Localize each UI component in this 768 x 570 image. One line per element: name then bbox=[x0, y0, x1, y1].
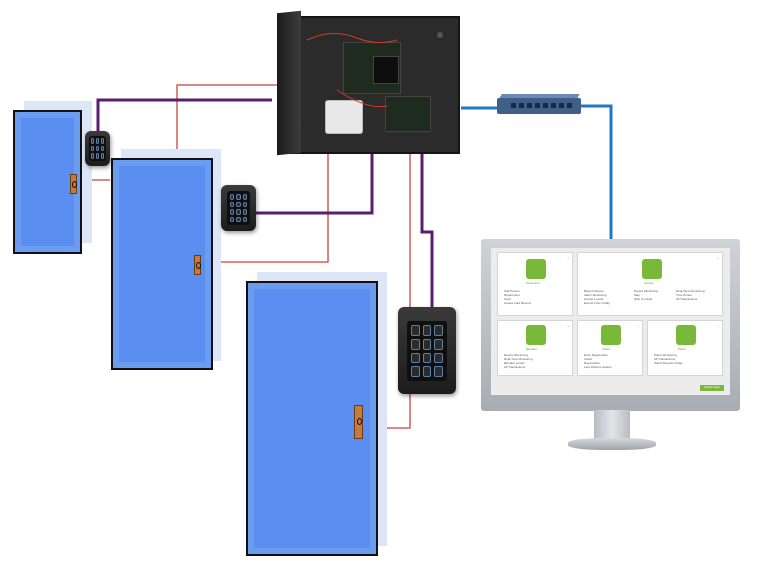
tile-link[interactable]: All Transactions bbox=[654, 357, 676, 361]
tile-title: Patrol bbox=[678, 347, 686, 351]
person-icon bbox=[526, 259, 546, 279]
reader-wire-3 bbox=[420, 152, 434, 310]
lock-relay-board bbox=[385, 96, 431, 132]
tile-link[interactable]: Card bbox=[504, 297, 511, 301]
monitor-stand-base bbox=[568, 438, 656, 450]
tile-link[interactable]: Patrol Records Today bbox=[654, 361, 683, 365]
elevator-icon bbox=[526, 325, 546, 345]
tile-link[interactable]: Department bbox=[504, 293, 520, 297]
tile-items: Entry Registration Visitor Reservation L… bbox=[584, 353, 612, 369]
switch-port bbox=[535, 103, 540, 108]
door-3 bbox=[246, 281, 378, 556]
network-switch bbox=[497, 94, 581, 114]
lock-wire-door-2 bbox=[176, 84, 290, 158]
tile-link[interactable]: Who Is Inside bbox=[634, 297, 653, 301]
panel-internal-wiring bbox=[306, 33, 398, 108]
tile-link[interactable]: All Transactions bbox=[504, 365, 526, 369]
tile-link[interactable]: Issued Card Record bbox=[504, 301, 531, 305]
tile-link[interactable]: Reservation bbox=[584, 361, 601, 365]
tile-link[interactable]: Real-Time Monitoring bbox=[676, 289, 705, 293]
module-guide-button[interactable]: Module Guide bbox=[700, 385, 724, 391]
access-control-panel bbox=[277, 10, 460, 156]
tile-items: Branch Device Alarm Monitoring Access Le… bbox=[584, 289, 610, 305]
keypad-reader-2-face bbox=[227, 191, 250, 225]
door-3-panel bbox=[254, 289, 370, 548]
power-supply bbox=[325, 100, 363, 134]
tile-close-icon[interactable]: x bbox=[717, 324, 720, 328]
door-2-lock bbox=[194, 255, 201, 275]
switch-port bbox=[511, 103, 516, 108]
door-3-lock bbox=[354, 405, 363, 439]
tile-link[interactable]: Alarm Monitoring bbox=[584, 293, 607, 297]
tile-link[interactable]: Last Visited Location bbox=[584, 365, 612, 369]
door-1-panel bbox=[21, 118, 74, 246]
tile-items: Real-Time Monitoring Time Zones All Tran… bbox=[676, 289, 705, 301]
access-control-dashboard: Personnel x Add Person Department Card I… bbox=[491, 248, 730, 395]
visitor-card-icon bbox=[601, 325, 621, 345]
tile-link[interactable]: Access Levels bbox=[584, 297, 604, 301]
tile-link[interactable]: Elevator Levels bbox=[504, 361, 525, 365]
lock-icon bbox=[642, 259, 662, 279]
tile-close-icon[interactable]: x bbox=[637, 324, 640, 328]
keypad-reader-3 bbox=[398, 307, 456, 394]
reader-wire-1 bbox=[96, 98, 272, 132]
network-cable-switch-pc bbox=[581, 104, 613, 240]
tile-link[interactable]: Device Monitoring bbox=[634, 289, 659, 293]
tile-items: Add Person Department Card Issued Card R… bbox=[504, 289, 531, 305]
door-1 bbox=[13, 110, 82, 254]
switch-port bbox=[567, 103, 572, 108]
tile-close-icon[interactable]: x bbox=[567, 256, 570, 260]
patrol-icon bbox=[676, 325, 696, 345]
tile-items: Device Monitoring Real-Time Monitoring E… bbox=[504, 353, 533, 369]
monitor-stand-neck bbox=[594, 410, 630, 440]
tile-link[interactable]: Device Monitoring bbox=[504, 353, 529, 357]
tile-link[interactable]: Add Person bbox=[504, 289, 520, 293]
tile-items: Patrol Monitoring All Transactions Patro… bbox=[654, 353, 683, 365]
tile-close-icon[interactable]: x bbox=[567, 324, 570, 328]
tile-link[interactable]: Branch Device bbox=[584, 289, 604, 293]
tile-title: Elevator bbox=[526, 347, 538, 351]
tile-items: Device Monitoring Map Who Is Inside bbox=[634, 289, 658, 301]
tile-access[interactable]: Access x Branch Device Alarm Monitoring … bbox=[577, 252, 723, 316]
tile-link[interactable]: Visitor bbox=[584, 357, 593, 361]
switch-port bbox=[551, 103, 556, 108]
tile-link[interactable]: Entry Registration bbox=[584, 353, 608, 357]
keypad-reader-1-face bbox=[89, 136, 106, 161]
door-1-lock bbox=[70, 174, 77, 194]
switch-port bbox=[559, 103, 564, 108]
tile-link[interactable]: Map bbox=[634, 293, 640, 297]
tile-close-icon[interactable]: x bbox=[717, 256, 720, 260]
tile-title: Access bbox=[644, 281, 654, 285]
tile-title: Personnel bbox=[526, 281, 540, 285]
tile-patrol[interactable]: Patrol x Patrol Monitoring All Transacti… bbox=[647, 320, 723, 376]
door-2-panel bbox=[119, 166, 205, 362]
lock-wire-door-2-strike bbox=[205, 152, 329, 263]
tile-elevator[interactable]: Elevator x Device Monitoring Real-Time M… bbox=[497, 320, 573, 376]
tile-link[interactable]: Time Zones bbox=[676, 293, 692, 297]
tile-title: Visitor bbox=[602, 347, 611, 351]
computer-monitor: Personnel x Add Person Department Card I… bbox=[481, 239, 740, 411]
tile-personnel[interactable]: Personnel x Add Person Department Card I… bbox=[497, 252, 573, 316]
keypad-reader-1 bbox=[85, 131, 110, 166]
switch-port bbox=[543, 103, 548, 108]
keypad-reader-2 bbox=[221, 185, 256, 231]
switch-port bbox=[527, 103, 532, 108]
tile-link[interactable]: Real-Time Monitoring bbox=[504, 357, 533, 361]
switch-port bbox=[519, 103, 524, 108]
tile-link[interactable]: Events From Today bbox=[584, 301, 610, 305]
panel-mounting-hole bbox=[437, 32, 443, 38]
tile-link[interactable]: All Transactions bbox=[676, 297, 698, 301]
reader-wire-2 bbox=[256, 152, 374, 215]
tile-visitor[interactable]: Visitor x Entry Registration Visitor Res… bbox=[577, 320, 643, 376]
controller-board-module bbox=[373, 56, 399, 84]
tile-link[interactable]: Patrol Monitoring bbox=[654, 353, 677, 357]
keypad-reader-3-face bbox=[407, 321, 447, 381]
